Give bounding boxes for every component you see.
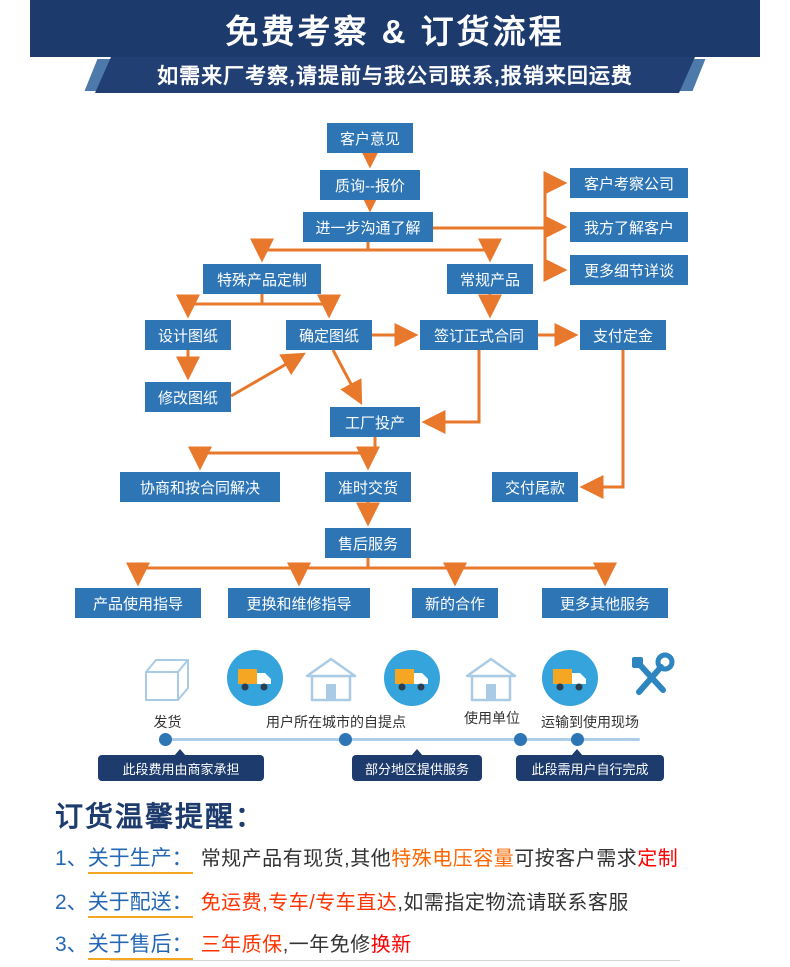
tag-pointer [411,749,423,756]
header-banner: 免费考察 & 订货流程 [30,0,760,57]
item-label: 关于售后： [87,933,193,960]
package-icon [145,659,189,701]
reminder-item-production: 1、关于生产： 常规产品有现货,其他特殊电压容量可按客户需求定制 [55,842,679,874]
delivery-truck-icon [542,650,598,706]
stop-label-user-unit: 使用单位 [464,710,520,726]
flow-node-repair-guidance: 更换和维修指导 [228,588,370,618]
timeline-dot [514,733,527,746]
timeline-tag-merchant-cost: 此段费用由商家承担 [98,755,264,781]
flow-node-negotiate-per-contract: 协商和按合同解决 [120,472,280,502]
flow-node-confirm-drawing: 确定图纸 [286,320,372,350]
flow-node-inquiry-quote: 质询--报价 [320,170,420,200]
tag-pointer [571,749,583,756]
delivery-truck-icon [384,650,440,706]
flow-node-after-sales-service: 售后服务 [325,528,411,558]
house-icon [305,657,357,702]
flow-node-understand-customer: 我方了解客户 [570,212,688,242]
item-content: 免运费,专车/专车直达,如需指定物流请联系客服 [200,892,629,914]
item-number: 2、 [55,891,88,914]
timeline-dot [571,733,584,746]
stop-label-pickup-point: 用户所在城市的自提点 [266,714,406,730]
delivery-truck-icon [227,650,283,706]
timeline-dot [159,733,172,746]
flow-node-usage-guidance: 产品使用指导 [75,588,201,618]
flow-node-customer-feedback: 客户意见 [327,123,413,153]
flow-node-regular-product: 常规产品 [447,264,533,294]
item-label: 关于生产： [87,847,193,874]
flow-node-further-communication: 进一步沟通了解 [303,212,433,242]
flow-node-special-product-custom: 特殊产品定制 [203,264,321,294]
stop-label-shipping: 发货 [153,714,182,730]
flow-node-modify-drawing: 修改图纸 [145,382,231,412]
flow-node-new-cooperation: 新的合作 [412,588,498,618]
sub-banner-core: 如需来厂考察,请提前与我公司联系,报销来回运费 [95,57,695,93]
item-label: 关于配送： [87,891,193,918]
tag-pointer [174,749,186,756]
item-content: 三年质保,一年免修换新 [200,934,412,956]
flow-node-pay-balance: 交付尾款 [492,472,578,502]
item-number: 3、 [55,933,88,956]
timeline-tag-user-complete: 此段需用户自行完成 [516,755,664,781]
house-icon [465,657,517,702]
bottom-divider [110,960,680,961]
flow-node-on-time-delivery: 准时交货 [325,472,411,502]
item-number: 1、 [55,847,88,870]
page-title: 免费考察 & 订货流程 [225,12,565,50]
timeline-dot [339,733,352,746]
flow-node-sign-contract: 签订正式合同 [420,320,538,350]
reminder-item-after-sales: 3、关于售后： 三年质保,一年免修换新 [55,928,412,960]
flow-node-more-services: 更多其他服务 [542,588,668,618]
page-subtitle: 如需来厂考察,请提前与我公司联系,报销来回运费 [157,65,633,88]
header-sub-banner: 如需来厂考察,请提前与我公司联系,报销来回运费 [84,57,706,93]
timeline-tag-partial-service: 部分地区提供服务 [352,755,482,781]
timeline-line [160,738,640,741]
stop-label-transport-site: 运输到使用现场 [541,714,639,730]
tools-icon [632,652,675,695]
flow-node-pay-deposit: 支付定金 [580,320,666,350]
flow-node-factory-production: 工厂投产 [330,407,420,437]
flow-node-customer-visit-company: 客户考察公司 [570,168,688,198]
flow-node-more-details: 更多细节详谈 [570,255,688,285]
reminder-item-delivery: 2、关于配送： 免运费,专车/专车直达,如需指定物流请联系客服 [55,886,629,918]
reminder-title: 订货温馨提醒： [55,801,266,832]
item-content: 常规产品有现货,其他特殊电压容量可按客户需求定制 [200,848,679,870]
flow-node-design-drawing: 设计图纸 [145,320,231,350]
